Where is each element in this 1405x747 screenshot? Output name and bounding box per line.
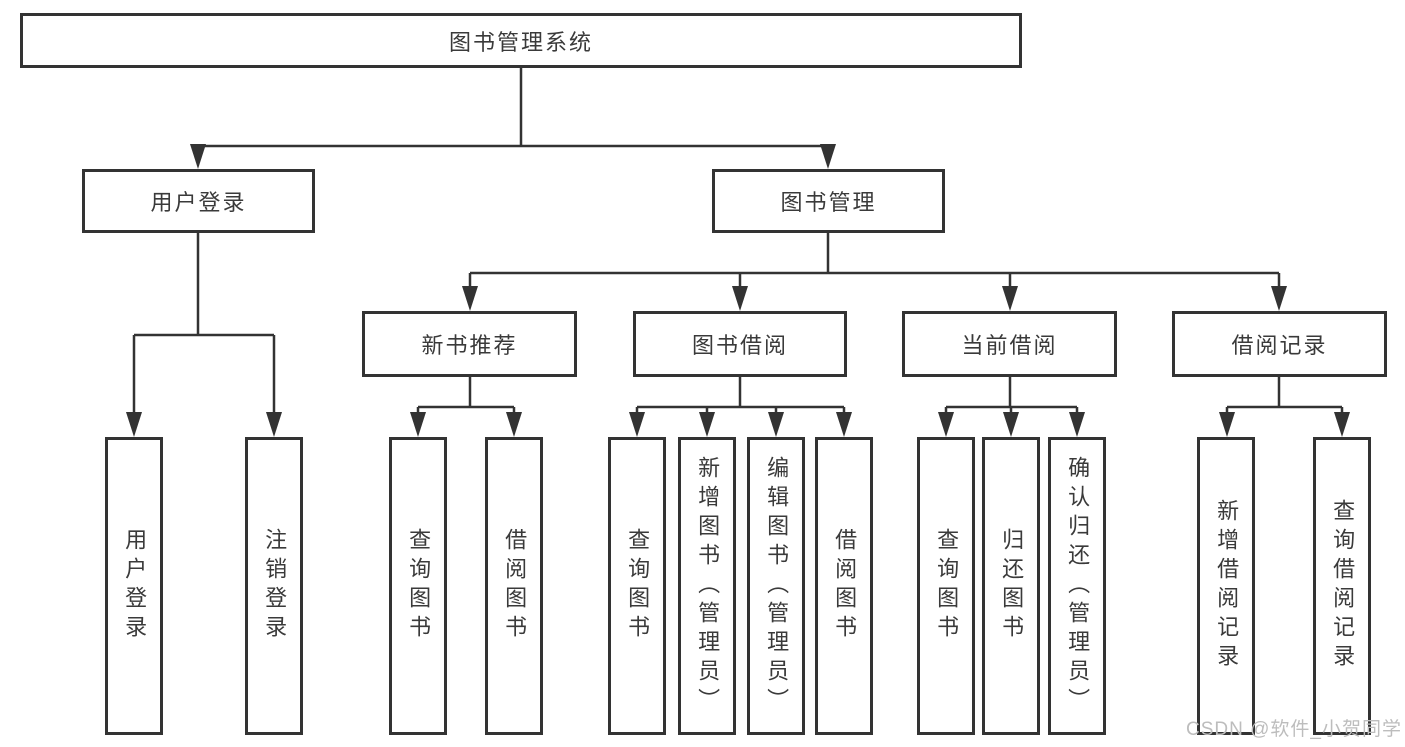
node-leaf-query-borrow-record: 查询借阅记录 — [1313, 437, 1371, 735]
node-book-borrowing: 图书借阅 — [633, 311, 847, 377]
connector-arrowheads — [126, 144, 1350, 437]
node-user-login-label: 用户登录 — [150, 190, 247, 215]
node-leaf-query-books-borrow-label: 查询图书 — [625, 528, 651, 644]
node-root: 图书管理系统 — [20, 13, 1022, 68]
node-new-book-recommendation: 新书推荐 — [362, 311, 577, 377]
node-root-label: 图书管理系统 — [448, 29, 593, 55]
node-leaf-add-books-admin: 新增图书（管理员） — [678, 437, 736, 735]
node-leaf-edit-books-admin-label: 编辑图书（管理员） — [764, 455, 790, 717]
node-leaf-logout: 注销登录 — [245, 437, 303, 735]
node-leaf-return-books: 归还图书 — [982, 437, 1040, 735]
node-leaf-add-borrow-record: 新增借阅记录 — [1197, 437, 1255, 735]
node-current-borrowing-label: 当前借阅 — [961, 333, 1058, 358]
node-leaf-query-borrow-record-label: 查询借阅记录 — [1330, 499, 1356, 673]
node-borrowing-records-label: 借阅记录 — [1231, 333, 1328, 358]
node-leaf-confirm-return-admin-label: 确认归还（管理员） — [1065, 455, 1091, 717]
node-current-borrowing: 当前借阅 — [902, 311, 1117, 377]
node-book-borrowing-label: 图书借阅 — [691, 333, 788, 358]
connector-stems — [132, 68, 1344, 414]
node-leaf-query-books-recommend: 查询图书 — [389, 437, 447, 735]
node-book-management: 图书管理 — [712, 169, 945, 233]
node-leaf-add-borrow-record-label: 新增借阅记录 — [1214, 499, 1240, 673]
node-leaf-query-books-borrow: 查询图书 — [608, 437, 666, 735]
node-leaf-query-books-recommend-label: 查询图书 — [406, 528, 432, 644]
node-leaf-user-login-label: 用户登录 — [122, 528, 148, 644]
node-leaf-confirm-return-admin: 确认归还（管理员） — [1048, 437, 1106, 735]
node-leaf-borrow-books-borrow: 借阅图书 — [815, 437, 873, 735]
node-new-book-recommendation-label: 新书推荐 — [421, 333, 518, 358]
csdn-watermark: CSDN @软件_小贺同学 — [1186, 719, 1402, 740]
node-borrowing-records: 借阅记录 — [1172, 311, 1387, 377]
node-leaf-borrow-books-recommend: 借阅图书 — [485, 437, 543, 735]
node-book-management-label: 图书管理 — [780, 190, 877, 215]
node-leaf-edit-books-admin: 编辑图书（管理员） — [747, 437, 805, 735]
node-leaf-logout-label: 注销登录 — [262, 528, 288, 644]
node-leaf-return-books-label: 归还图书 — [999, 528, 1025, 644]
node-leaf-add-books-admin-label: 新增图书（管理员） — [695, 455, 721, 717]
node-leaf-borrow-books-borrow-label: 借阅图书 — [832, 528, 858, 644]
node-leaf-query-books-current-label: 查询图书 — [934, 528, 960, 644]
node-leaf-borrow-books-recommend-label: 借阅图书 — [502, 528, 528, 644]
node-leaf-user-login: 用户登录 — [105, 437, 163, 735]
node-user-login: 用户登录 — [82, 169, 315, 233]
node-leaf-query-books-current: 查询图书 — [917, 437, 975, 735]
